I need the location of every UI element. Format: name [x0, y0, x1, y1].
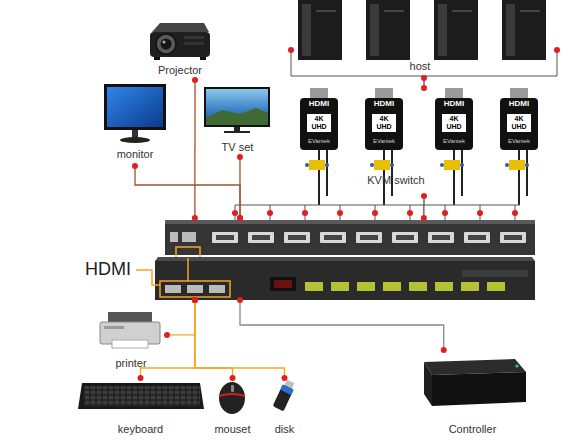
dongle-print: 4K [500, 115, 538, 123]
cable-connector [237, 154, 243, 221]
cable-line [239, 157, 240, 218]
joint-dot [421, 75, 427, 81]
joint-dot [192, 297, 198, 303]
device-label: host [400, 60, 440, 73]
dongle-print: UHD [365, 123, 403, 131]
cable-line [195, 300, 233, 378]
kvm-switch-unit [136, 220, 535, 300]
printer-illustration [100, 312, 160, 348]
disk-illustration [273, 379, 297, 411]
joint-dot [421, 193, 427, 199]
cable-connector [192, 297, 288, 381]
controller-illustration [424, 359, 526, 406]
joint-dot [164, 332, 170, 338]
dongle-print: EVantek [435, 137, 473, 145]
switch-port-bus [232, 205, 520, 220]
device-node: TV set [200, 85, 275, 157]
cable-line [423, 196, 424, 218]
cable-connector [132, 163, 243, 221]
device-node: Projector [140, 18, 220, 80]
joint-dot [138, 375, 144, 381]
device-node: printer [95, 308, 167, 372]
joint-dot [421, 85, 427, 91]
host-bracket [288, 47, 560, 76]
device-label: Projector [140, 64, 220, 77]
cable-connector [421, 193, 427, 221]
hdmi-dongles [300, 88, 538, 150]
kvm-switch-box: HDMI [60, 218, 540, 300]
dongle-print: UHD [500, 123, 538, 131]
joint-dot [237, 215, 243, 221]
cable-connector [421, 75, 427, 91]
device-label: TV set [200, 141, 275, 154]
joint-dot [441, 347, 447, 353]
cable-connector [192, 297, 236, 381]
dongle-print: 4K [365, 115, 403, 123]
joint-dot [192, 77, 198, 83]
cable-line [240, 300, 444, 350]
dongle-print: 4K [435, 115, 473, 123]
cable-line [195, 300, 285, 378]
joint-dot [192, 215, 198, 221]
vga-plugs [305, 160, 529, 170]
dongle-print: UHD [435, 123, 473, 131]
device-label: disk [262, 423, 307, 436]
device-label: monitor [100, 148, 170, 161]
joint-dot [192, 297, 198, 303]
joint-dot [192, 297, 198, 303]
joint-dot [237, 215, 243, 221]
device-label: HDMI [82, 259, 134, 279]
device-node: mouset [210, 378, 255, 438]
joint-dot [237, 297, 243, 303]
joint-dot [192, 297, 198, 303]
cable-line [141, 300, 195, 378]
projector-illustration [150, 23, 210, 60]
device-node: monitor [100, 82, 170, 166]
host-group: host [290, 0, 558, 78]
dongle-cables [319, 150, 527, 205]
device-node: disk [262, 378, 307, 438]
joint-dot [237, 154, 243, 160]
cable-line [423, 78, 424, 88]
dongle-print: HDMI [365, 100, 403, 108]
device-label: keyboard [78, 423, 203, 436]
device-node: Controller [415, 350, 530, 438]
joint-dot [421, 215, 427, 221]
cable-connector [237, 297, 447, 353]
dongle-print: HDMI [500, 100, 538, 108]
dongle-print: EVantek [365, 137, 403, 145]
device-label: KVM switch [356, 174, 436, 187]
dongle-print: EVantek [300, 137, 338, 145]
cable-line [135, 166, 240, 218]
device-label: mouset [205, 423, 260, 436]
cable-line [194, 80, 195, 218]
device-label: printer [95, 357, 167, 370]
dongle-print: 4K [300, 115, 338, 123]
tv-illustration [204, 87, 270, 133]
dongle-print: EVantek [500, 137, 538, 145]
mouse-illustration [219, 382, 245, 414]
joint-dot [132, 163, 138, 169]
dongle-print: UHD [300, 123, 338, 131]
host-towers [298, 0, 546, 60]
cable-line [167, 300, 195, 335]
device-node: keyboard [78, 378, 203, 438]
dongle-print: HDMI [300, 100, 338, 108]
joint-dot [282, 375, 288, 381]
keyboard-illustration [78, 383, 204, 409]
cable-connector [192, 77, 198, 221]
device-label: Controller [415, 423, 530, 436]
cable-connector [164, 297, 198, 338]
dongle-print: HDMI [435, 100, 473, 108]
joint-dot [230, 375, 236, 381]
monitor-illustration [104, 84, 166, 143]
